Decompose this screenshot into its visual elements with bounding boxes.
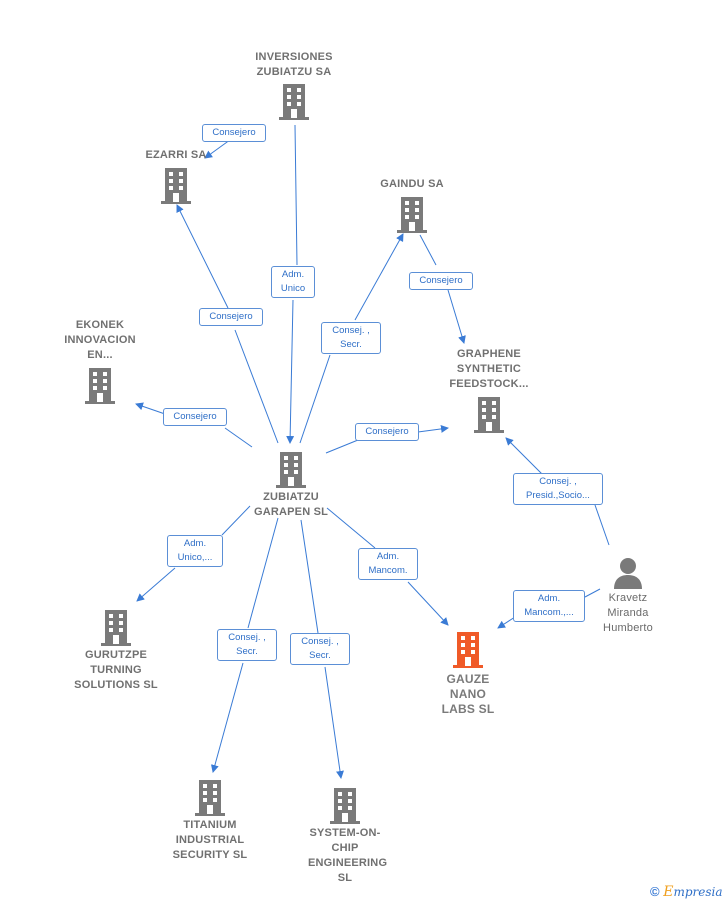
node-label: SYSTEM-ON-CHIP ENGINEERING SL xyxy=(308,827,388,884)
building-icon xyxy=(195,780,225,816)
label-text: Consejero xyxy=(209,311,253,322)
edge-kravetz-gauze xyxy=(498,588,601,628)
node-label: GURUTZPE TURNING SOLUTIONS SL xyxy=(74,649,158,691)
node-label: INVERSIONES ZUBIATZU SA xyxy=(255,51,333,78)
building-icon xyxy=(276,452,306,488)
edge-gaindu-graphene xyxy=(419,234,464,343)
copyright-footer: © Empresia xyxy=(650,884,723,900)
edge-label-zubiatzu-system[interactable]: Consej. , Secr. xyxy=(290,633,350,665)
label-text: Mancom.,... xyxy=(524,607,574,618)
node-label: GAINDU SA xyxy=(380,178,444,190)
building-icon xyxy=(279,84,309,120)
edge-zubiatzu-titanium xyxy=(213,517,279,772)
node-label: TITANIUM INDUSTRIAL SECURITY SL xyxy=(172,819,248,861)
building-icon xyxy=(101,610,131,646)
label-text: Consejero xyxy=(365,426,409,437)
edge-zubiatzu-gaindu xyxy=(299,234,403,444)
brand-e: E xyxy=(663,884,674,900)
label-text: Consejero xyxy=(419,275,463,286)
node-inversiones-zubiatzu[interactable]: INVERSIONES ZUBIATZU SA xyxy=(244,50,344,120)
edge-zubiatzu-gauze xyxy=(326,507,448,625)
edge-label-gaindu-graphene[interactable]: Consejero xyxy=(409,272,473,290)
node-titanium[interactable]: TITANIUM INDUSTRIAL SECURITY SL xyxy=(160,780,260,863)
edge-inversiones-zubiatzu xyxy=(290,124,297,443)
building-icon xyxy=(474,397,504,433)
edge-zubiatzu-system xyxy=(300,519,341,778)
edge-zubiatzu-ekonek xyxy=(136,404,253,448)
edge-label-kravetz-graphene[interactable]: Consej. , Presid.,Socio... xyxy=(513,473,603,505)
building-icon xyxy=(453,632,483,668)
node-ezarri[interactable]: EZARRI SA xyxy=(126,148,226,204)
edge-label-inversiones-ezarri[interactable]: Consejero xyxy=(202,124,266,142)
label-text: Consej. , xyxy=(301,636,339,647)
node-label: ZUBIATZU GARAPEN SL xyxy=(253,491,329,518)
label-text: Consej. , xyxy=(228,632,266,643)
building-icon xyxy=(161,168,191,204)
edge-label-zubiatzu-gurutzpe[interactable]: Adm. Unico,... xyxy=(167,535,223,567)
node-label: GRAPHENE SYNTHETIC FEEDSTOCK... xyxy=(449,348,529,390)
edge-label-zubiatzu-ezarri[interactable]: Consejero xyxy=(199,308,263,326)
label-text: Consejero xyxy=(173,411,217,422)
label-text: Consejero xyxy=(212,127,256,138)
edge-label-kravetz-gauze[interactable]: Adm. Mancom.,... xyxy=(513,590,585,622)
node-system-on-chip[interactable]: SYSTEM-ON-CHIP ENGINEERING SL xyxy=(290,788,400,886)
node-label: GAUZE NANO LABS SL xyxy=(441,672,495,716)
label-text: Secr. xyxy=(309,650,331,661)
building-icon xyxy=(330,788,360,824)
edge-zubiatzu-graphene xyxy=(325,428,448,454)
person-icon xyxy=(614,558,642,589)
label-text: Adm. xyxy=(183,538,207,549)
label-text: Unico,... xyxy=(177,552,213,563)
label-text: Secr. xyxy=(236,646,258,657)
edge-label-inversiones-zubiatzu[interactable]: Adm. Unico xyxy=(271,266,315,298)
label-text: Adm. xyxy=(537,593,561,604)
edge-zubiatzu-gurutzpe xyxy=(137,505,251,601)
label-text: Consej. , xyxy=(539,476,577,487)
edge-zubiatzu-ezarri xyxy=(177,205,279,444)
building-icon xyxy=(397,197,427,233)
label-text: Unico xyxy=(280,283,306,294)
copyright-icon: © xyxy=(650,884,660,899)
node-kravetz-miranda-humberto[interactable]: Kravetz Miranda Humberto xyxy=(590,557,666,636)
node-zubiatzu-garapen[interactable]: ZUBIATZU GARAPEN SL xyxy=(241,452,341,520)
label-text: Mancom. xyxy=(368,565,408,576)
node-gurutzpe[interactable]: GURUTZPE TURNING SOLUTIONS SL xyxy=(64,610,168,693)
node-label: EKONEK INNOVACION EN... xyxy=(64,319,136,361)
edge-label-zubiatzu-ekonek[interactable]: Consejero xyxy=(163,408,227,426)
label-text: Consej. , xyxy=(332,325,370,336)
edge-kravetz-graphene xyxy=(506,438,610,546)
node-label: EZARRI SA xyxy=(145,149,207,161)
label-text: Adm. xyxy=(376,551,400,562)
edge-label-zubiatzu-gauze[interactable]: Adm. Mancom. xyxy=(358,548,418,580)
edge-label-zubiatzu-gaindu[interactable]: Consej. , Secr. xyxy=(321,322,381,354)
node-gaindu[interactable]: GAINDU SA xyxy=(362,177,462,233)
label-text: Presid.,Socio... xyxy=(526,490,590,501)
label-text: Secr. xyxy=(340,339,362,350)
node-graphene[interactable]: GRAPHENE SYNTHETIC FEEDSTOCK... xyxy=(440,347,538,433)
brand-text: mpresia xyxy=(673,885,723,899)
building-icon xyxy=(85,368,115,404)
node-gauze-nano-labs[interactable]: GAUZE NANO LABS SL xyxy=(432,632,504,717)
edge-label-zubiatzu-graphene[interactable]: Consejero xyxy=(355,423,419,441)
node-label: Kravetz Miranda Humberto xyxy=(603,592,653,634)
node-ekonek[interactable]: EKONEK INNOVACION EN... xyxy=(52,318,148,404)
edge-label-zubiatzu-titanium[interactable]: Consej. , Secr. xyxy=(217,629,277,661)
label-text: Adm. xyxy=(281,269,305,280)
